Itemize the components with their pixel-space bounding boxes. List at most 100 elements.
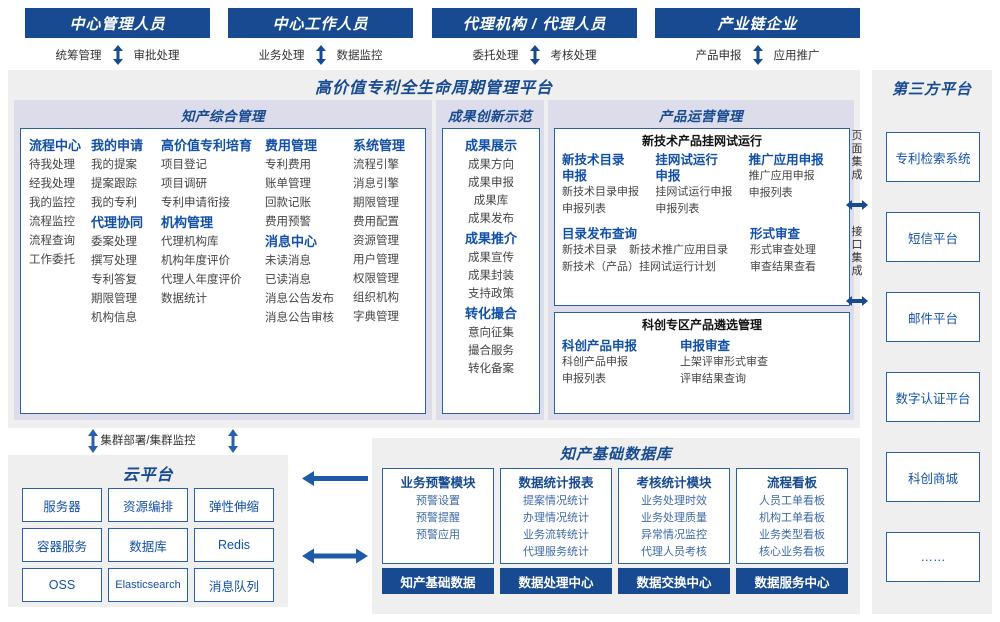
menu-item[interactable]: 新技术目录 <box>562 244 617 256</box>
cloud-cell-orchestration[interactable]: 资源编排 <box>108 488 188 522</box>
menu-item[interactable]: 消息公告发布 <box>265 293 334 305</box>
menu-item[interactable]: 专利费用 <box>265 159 311 171</box>
menu-header[interactable]: 推广应用申报 <box>748 153 824 167</box>
cloud-cell-redis[interactable]: Redis <box>194 528 274 562</box>
menu-header[interactable]: 成果展示 <box>464 138 517 153</box>
menu-item[interactable]: 项目登记 <box>161 159 207 171</box>
cloud-cell-server[interactable]: 服务器 <box>22 488 102 522</box>
db-footer-basic-data[interactable]: 知产基础数据 <box>382 568 494 594</box>
menu-item[interactable]: 提案跟踪 <box>91 178 137 190</box>
db-card-item[interactable]: 业务处理时效 <box>641 495 707 507</box>
menu-item[interactable]: 新技术（产品）挂网试运行计划 <box>562 261 716 273</box>
menu-item[interactable]: 科创产品申报 <box>562 356 628 368</box>
menu-item[interactable]: 流程查询 <box>29 235 75 247</box>
third-party-item-sms[interactable]: 短信平台 <box>886 212 980 262</box>
menu-item[interactable]: 上架评审形式审查 <box>680 356 768 368</box>
menu-item[interactable]: 权限管理 <box>353 273 399 285</box>
menu-item[interactable]: 推广应用申报 <box>748 170 815 182</box>
menu-item[interactable]: 项目调研 <box>161 178 207 190</box>
menu-item[interactable]: 资源管理 <box>353 235 399 247</box>
menu-item[interactable]: 撰写处理 <box>91 255 137 267</box>
menu-item[interactable]: 数据统计 <box>161 293 207 305</box>
role-banner-2[interactable]: 中心工作人员 <box>228 8 413 38</box>
menu-item[interactable]: 成果申报 <box>468 177 514 189</box>
menu-header[interactable]: 挂网试运行申报 <box>655 153 718 183</box>
menu-header[interactable]: 转化撮合 <box>464 306 517 321</box>
menu-item[interactable]: 形式审查处理 <box>750 244 816 256</box>
third-party-item-email[interactable]: 邮件平台 <box>886 292 980 342</box>
menu-header[interactable]: 成果推介 <box>464 231 517 246</box>
menu-item[interactable]: 我的专利 <box>91 197 137 209</box>
menu-item[interactable]: 工作委托 <box>29 254 75 266</box>
role-banner-4[interactable]: 产业链企业 <box>655 8 860 38</box>
menu-header[interactable]: 机构管理 <box>161 215 214 230</box>
menu-item[interactable]: 申报列表 <box>562 203 606 215</box>
menu-item[interactable]: 转化备案 <box>468 363 514 375</box>
menu-item[interactable]: 字典管理 <box>353 311 399 323</box>
menu-item[interactable]: 机构信息 <box>91 312 137 324</box>
db-footer-exchange-center[interactable]: 数据交换中心 <box>618 568 730 594</box>
menu-item[interactable]: 专利答复 <box>91 274 137 286</box>
db-card-item[interactable]: 提案情况统计 <box>523 495 589 507</box>
menu-item[interactable]: 委案处理 <box>91 236 137 248</box>
menu-item[interactable]: 支持政策 <box>468 288 514 300</box>
db-card-item[interactable]: 预警设置 <box>416 495 460 507</box>
menu-item[interactable]: 待我处理 <box>29 159 75 171</box>
menu-item[interactable]: 经我处理 <box>29 178 75 190</box>
menu-item[interactable]: 流程监控 <box>29 216 75 228</box>
db-footer-processing-center[interactable]: 数据处理中心 <box>500 568 612 594</box>
menu-header[interactable]: 目录发布查询 <box>562 227 638 241</box>
menu-item[interactable]: 期限管理 <box>91 293 137 305</box>
db-card-item[interactable]: 代理人员考核 <box>641 546 707 558</box>
db-card-item[interactable]: 异常情况监控 <box>641 529 707 541</box>
menu-header[interactable]: 系统管理 <box>353 138 406 153</box>
cloud-cell-message-queue[interactable]: 消息队列 <box>194 568 274 602</box>
cloud-cell-autoscaling[interactable]: 弹性伸缩 <box>194 488 274 522</box>
menu-item[interactable]: 申报列表 <box>562 373 606 385</box>
menu-item[interactable]: 新技术推广应用目录 <box>629 244 728 256</box>
menu-header[interactable]: 申报审查 <box>680 339 731 353</box>
menu-item[interactable]: 流程引擎 <box>353 159 399 171</box>
menu-item[interactable]: 申报列表 <box>748 187 793 199</box>
menu-item[interactable]: 成果宣传 <box>468 252 514 264</box>
menu-item[interactable]: 未读消息 <box>265 255 311 267</box>
menu-item[interactable]: 组织机构 <box>353 292 399 304</box>
third-party-item-digital-cert[interactable]: 数字认证平台 <box>886 372 980 422</box>
menu-item[interactable]: 期限管理 <box>353 197 399 209</box>
menu-item[interactable]: 成果发布 <box>468 213 514 225</box>
menu-item[interactable]: 审查结果查看 <box>750 261 816 273</box>
menu-item[interactable]: 已读消息 <box>265 274 311 286</box>
db-card-item[interactable]: 办理情况统计 <box>523 512 589 524</box>
menu-item[interactable]: 成果方向 <box>468 159 514 171</box>
menu-header[interactable]: 科创产品申报 <box>562 339 638 353</box>
db-card-item[interactable]: 预警提醒 <box>416 512 460 524</box>
db-card-item[interactable]: 核心业务看板 <box>759 546 825 558</box>
menu-header[interactable]: 形式审查 <box>750 227 801 241</box>
cloud-cell-oss[interactable]: OSS <box>22 568 102 602</box>
menu-header[interactable]: 消息中心 <box>265 234 318 249</box>
menu-item[interactable]: 意向征集 <box>468 327 514 339</box>
cloud-cell-elasticsearch[interactable]: Elasticsearch <box>108 568 188 602</box>
db-card-item[interactable]: 业务类型看板 <box>759 529 825 541</box>
cloud-cell-container[interactable]: 容器服务 <box>22 528 102 562</box>
menu-item[interactable]: 消息引擎 <box>353 178 399 190</box>
menu-item[interactable]: 代理机构库 <box>161 236 219 248</box>
role-banner-3[interactable]: 代理机构 / 代理人员 <box>432 8 637 38</box>
menu-item[interactable]: 费用预警 <box>265 216 311 228</box>
menu-header[interactable]: 新技术目录申报 <box>562 153 625 183</box>
menu-item[interactable]: 挂网试运行申报 <box>655 186 733 198</box>
third-party-item-innovation-mall[interactable]: 科创商城 <box>886 452 980 502</box>
db-card-item[interactable]: 代理服务统计 <box>523 546 589 558</box>
role-banner-1[interactable]: 中心管理人员 <box>25 8 210 38</box>
menu-header[interactable]: 费用管理 <box>265 138 318 153</box>
menu-item[interactable]: 新技术目录申报 <box>562 186 639 198</box>
menu-item[interactable]: 我的监控 <box>29 197 75 209</box>
db-card-item[interactable]: 机构工单看板 <box>759 512 825 524</box>
menu-item[interactable]: 撮合服务 <box>468 345 514 357</box>
menu-item[interactable]: 成果封装 <box>468 270 514 282</box>
db-card-item[interactable]: 人员工单看板 <box>759 495 825 507</box>
menu-item[interactable]: 成果库 <box>473 195 509 207</box>
menu-item[interactable]: 代理人年度评价 <box>161 274 242 286</box>
menu-item[interactable]: 机构年度评价 <box>161 255 230 267</box>
menu-item[interactable]: 我的提案 <box>91 159 137 171</box>
